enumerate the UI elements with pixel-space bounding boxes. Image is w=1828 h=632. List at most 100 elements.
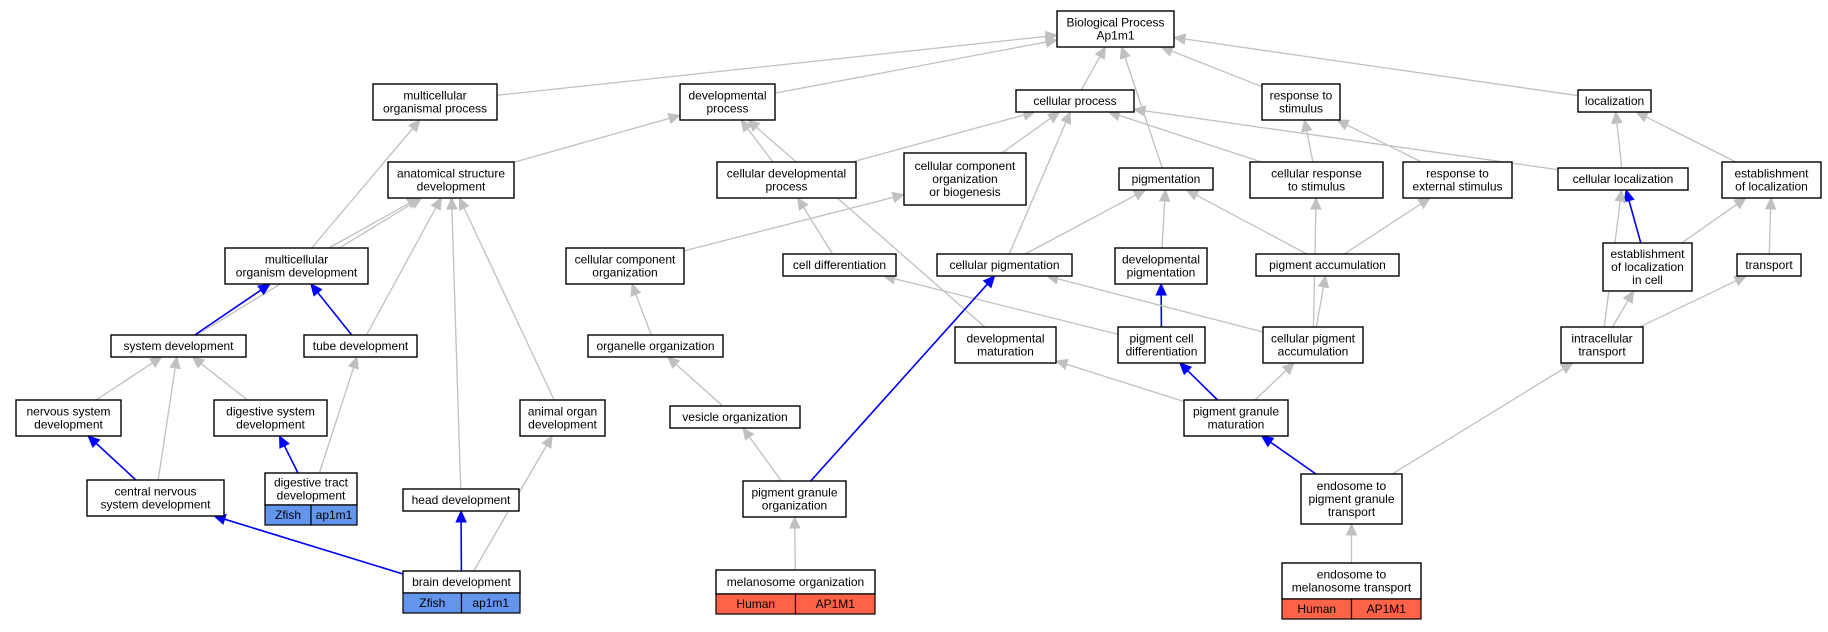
node-label-line: central nervous xyxy=(114,485,196,499)
node-box xyxy=(1183,399,1289,437)
edge-localization-to-bp xyxy=(1172,33,1579,97)
node-cellular-process[interactable]: cellular process xyxy=(1015,89,1135,113)
node-head-development[interactable]: head development xyxy=(402,488,520,512)
species-cell: Human xyxy=(1281,598,1353,620)
node-tube-development[interactable]: tube development xyxy=(303,334,418,358)
gene-cell: ap1m1 xyxy=(310,504,358,526)
arrowhead-icon xyxy=(1060,110,1072,125)
node-label-line: cellular pigmentation xyxy=(949,258,1059,272)
node-box xyxy=(86,479,225,517)
node-cellular-pigmentation[interactable]: cellular pigmentation xyxy=(936,253,1073,277)
edge-endosome-to-pigment-granule-transport-to-pigment-granule-maturation xyxy=(1260,435,1317,475)
arrowhead-icon xyxy=(1733,197,1747,210)
node-organelle-organization[interactable]: organelle organization xyxy=(587,334,724,358)
edge-multicellular-organism-development-to-multicellular-organismal-process xyxy=(311,119,421,249)
node-vesicle-organization[interactable]: vesicle organization xyxy=(669,405,801,429)
arrowhead-icon xyxy=(430,196,442,211)
node-label-line: development xyxy=(277,489,346,503)
node-box xyxy=(716,161,857,199)
arrowhead-icon xyxy=(1310,196,1322,210)
arrowhead-icon xyxy=(191,356,206,369)
node-label-line: nervous system xyxy=(26,405,110,419)
node-label-line: response to xyxy=(1426,167,1489,181)
arrowhead-icon xyxy=(1635,111,1650,123)
node-label-line: maturation xyxy=(977,345,1034,359)
node-box xyxy=(372,83,498,121)
node-box xyxy=(1117,326,1206,364)
node-label-line: development xyxy=(236,418,305,432)
node-label-line: establishment xyxy=(1734,167,1809,181)
species-cell: Zfish xyxy=(402,592,463,614)
gene-cell: ap1m1 xyxy=(460,592,521,614)
edge-cellular-pigment-accumulation-to-pigment-accumulation xyxy=(1315,274,1330,328)
node-label-line: maturation xyxy=(1208,418,1265,432)
node-label-line: multicellular xyxy=(403,89,466,103)
arrowhead-icon xyxy=(1559,362,1574,374)
node-pigment-accumulation[interactable]: pigment accumulation xyxy=(1255,253,1400,277)
node-label-line: organization xyxy=(592,266,657,280)
node-label-line: Ap1m1 xyxy=(1096,29,1134,43)
node-cell-differentiation[interactable]: cell differentiation xyxy=(782,253,897,277)
node-label-line: digestive system xyxy=(226,405,315,419)
node-box xyxy=(1015,89,1135,113)
edge-endosome-to-melanosome-transport-to-endosome-to-pigment-granule-transport xyxy=(1345,522,1358,563)
arrowhead-icon xyxy=(1185,189,1200,201)
arrowhead-icon xyxy=(1623,188,1635,203)
node-label-line: or biogenesis xyxy=(929,185,1000,199)
node-transport[interactable]: transport xyxy=(1736,253,1802,277)
nodes-layer: Biological ProcessAp1m1multicellularorga… xyxy=(15,10,1822,620)
arrowhead-icon xyxy=(455,509,467,523)
node-label-line: process xyxy=(765,180,807,194)
node-label-line: external stimulus xyxy=(1412,180,1502,194)
node-box xyxy=(936,253,1073,277)
node-label-line: cellular component xyxy=(575,253,676,267)
node-cellular-localization[interactable]: cellular localization xyxy=(1557,167,1689,191)
node-label-line: development xyxy=(528,418,597,432)
edge-cellular-process-to-bp xyxy=(1080,45,1106,91)
node-system-development[interactable]: system development xyxy=(110,334,247,358)
gene-label: ap1m1 xyxy=(472,596,509,610)
node-box xyxy=(903,152,1027,206)
node-label-line: stimulus xyxy=(1279,102,1323,116)
edge-cellular-response-to-stimulus-to-cellular-process xyxy=(1107,110,1262,163)
node-box xyxy=(1249,161,1384,199)
arrowhead-icon xyxy=(458,196,470,211)
node-box xyxy=(1560,326,1644,364)
node-pigmentation[interactable]: pigmentation xyxy=(1118,167,1214,191)
node-localization[interactable]: localization xyxy=(1577,89,1652,113)
node-label-line: multicellular xyxy=(265,253,328,267)
edge-nervous-system-development-to-system-development xyxy=(95,356,163,401)
arrowhead-icon xyxy=(1614,188,1626,203)
arrowhead-icon xyxy=(630,282,642,297)
